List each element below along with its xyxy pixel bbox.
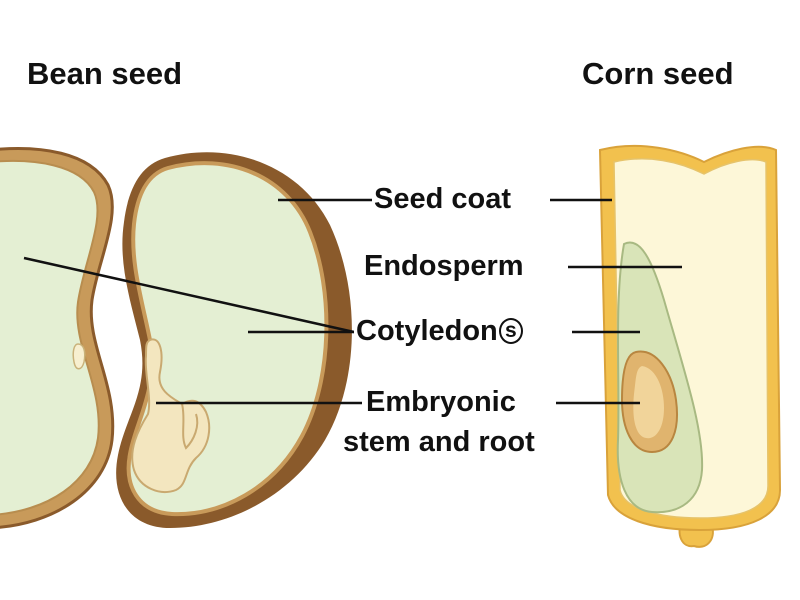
- label-stem-and-root: stem and root: [343, 426, 535, 458]
- bean-embryo: [131, 338, 211, 493]
- bean-left-embryo-tip: [72, 343, 86, 370]
- label-embryonic: Embryonic: [364, 386, 518, 418]
- corn-seed-title: Corn seed: [582, 56, 734, 91]
- label-endosperm: Endosperm: [362, 250, 526, 282]
- corn-embryo-inner: [633, 366, 664, 439]
- label-cotyledon-text: Cotyledon: [356, 315, 498, 347]
- label-seed-coat: Seed coat: [372, 183, 513, 215]
- bean-right-half: [116, 152, 352, 528]
- bean-seed-title: Bean seed: [27, 56, 183, 91]
- bean-left-half: [0, 147, 115, 529]
- label-cotyledon-plural: s: [498, 318, 523, 344]
- corn-kernel: [598, 144, 782, 548]
- bean-left-cotyledon: [0, 159, 100, 516]
- leader-lines: [23, 198, 682, 405]
- bean-embryo-leaf: [181, 403, 199, 450]
- leader-cotyledon-bean-left: [23, 256, 355, 334]
